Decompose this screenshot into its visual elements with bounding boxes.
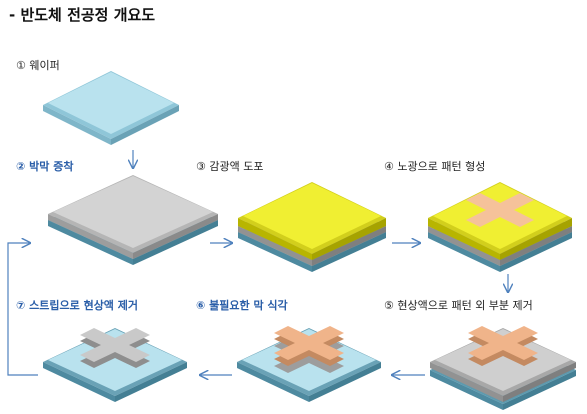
page-title: - 반도체 전공정 개요도 — [9, 6, 156, 24]
developed-step-5 — [430, 326, 576, 410]
step-7-label: ⑦ 스트립으로 현상액 제거 — [16, 299, 139, 312]
exposure-step-4 — [428, 182, 572, 272]
step-3-label: ③ 감광액 도포 — [196, 160, 264, 173]
step-2-label: ② 박막 증착 — [16, 160, 74, 173]
step-1-label: ① 웨이퍼 — [16, 59, 60, 72]
step-4-label: ④ 노광으로 패턴 형성 — [384, 160, 486, 173]
step-5-label: ⑤ 현상액으로 패턴 외 부분 제거 — [384, 299, 533, 312]
film-step-2 — [48, 175, 218, 265]
photoresist-step-3 — [238, 182, 386, 272]
step-6-label: ⑥ 불필요한 막 식각 — [196, 299, 288, 312]
wafer-step-1 — [43, 71, 179, 145]
flow-arrows — [7, 150, 508, 376]
etched-step-6 — [237, 326, 381, 402]
arrow-7-loop-to-2 — [7, 243, 38, 376]
stripped-step-7 — [43, 328, 187, 402]
